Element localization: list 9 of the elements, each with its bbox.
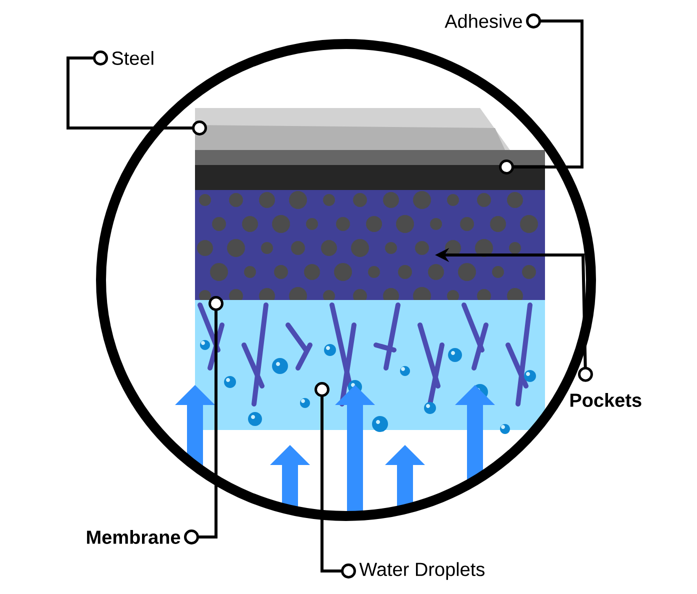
- callout-label: Steel: [112, 51, 154, 65]
- callout-label: Pockets: [570, 393, 642, 407]
- leader-line: [66, 50, 207, 136]
- leader-line: [499, 14, 584, 174]
- callout-label: Membrane: [87, 530, 180, 544]
- leader-line: [184, 296, 224, 544]
- callout-label: Adhesive: [444, 14, 522, 28]
- leader-line: [314, 382, 356, 578]
- callout-label: Water Droplets: [359, 562, 484, 580]
